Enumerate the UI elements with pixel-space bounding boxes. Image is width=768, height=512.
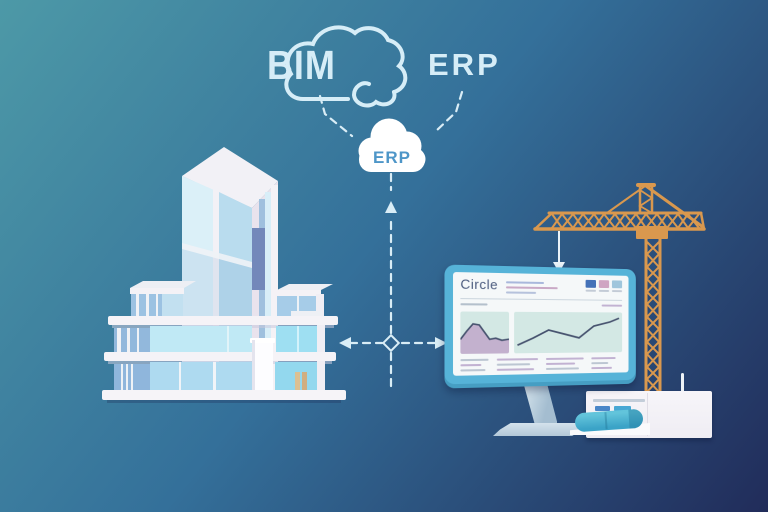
subheader-placeholder xyxy=(460,303,623,309)
connector-arrowheads xyxy=(339,201,447,349)
door-detail xyxy=(295,372,300,391)
dashboard-charts xyxy=(460,311,623,354)
placeholder-bar xyxy=(506,291,537,294)
machine-antenna xyxy=(681,373,684,393)
plotter-slot xyxy=(593,399,645,402)
placeholder-bar xyxy=(506,281,545,285)
stat-chips xyxy=(585,279,623,293)
dashboard-logo: Circle xyxy=(460,276,499,293)
slab-upper xyxy=(108,316,338,325)
building-illustration xyxy=(102,147,346,403)
diamond-connector-icon xyxy=(381,333,401,353)
erp-cloud-badge: ERP xyxy=(358,118,426,172)
left-arrow-icon xyxy=(339,337,351,349)
bim-label: BIM xyxy=(267,42,336,88)
header-text-placeholder xyxy=(506,281,558,297)
line-chart-panel xyxy=(514,311,623,354)
crane-turntable xyxy=(636,226,668,239)
table-col xyxy=(545,357,584,372)
stat-chip-pink xyxy=(598,280,610,292)
erp-label: ERP xyxy=(428,47,501,82)
stat-chip-sky xyxy=(611,280,623,293)
screen-divider xyxy=(460,298,623,301)
up-arrow-icon xyxy=(385,201,397,213)
monitor-stand-base xyxy=(493,423,581,436)
dashboard-screen: Circle xyxy=(453,271,629,376)
bim-cloud-outline-icon xyxy=(284,25,408,108)
erp-cloud-label: ERP xyxy=(373,148,411,167)
area-chart xyxy=(460,311,510,354)
elevator-core xyxy=(252,340,273,392)
plotter-seam xyxy=(647,393,648,436)
line-chart xyxy=(514,312,622,354)
slab-base xyxy=(102,390,346,400)
tower-roof xyxy=(182,147,278,208)
table-col xyxy=(496,358,539,374)
table-col xyxy=(591,357,616,372)
monitor-illustration: Circle xyxy=(444,264,636,389)
table-col xyxy=(460,358,489,375)
cloud-curl xyxy=(351,81,397,108)
plotter-button-blue xyxy=(595,406,610,411)
tower-crane-illustration xyxy=(533,183,706,399)
table-placeholder xyxy=(460,357,622,375)
slab-middle xyxy=(104,352,336,361)
erp-to-cloud-connector xyxy=(433,90,464,134)
bim-to-cloud-connector xyxy=(318,94,354,138)
area-chart-panel xyxy=(460,311,510,354)
stat-chip-blue xyxy=(585,279,597,292)
placeholder-bar xyxy=(506,286,558,290)
sync-connector-lines xyxy=(318,90,464,390)
plotter-button-sky xyxy=(614,406,631,411)
paper-roll-seam xyxy=(604,412,608,430)
dashboard-header: Circle xyxy=(460,276,623,298)
right-arrow-icon xyxy=(435,337,447,349)
